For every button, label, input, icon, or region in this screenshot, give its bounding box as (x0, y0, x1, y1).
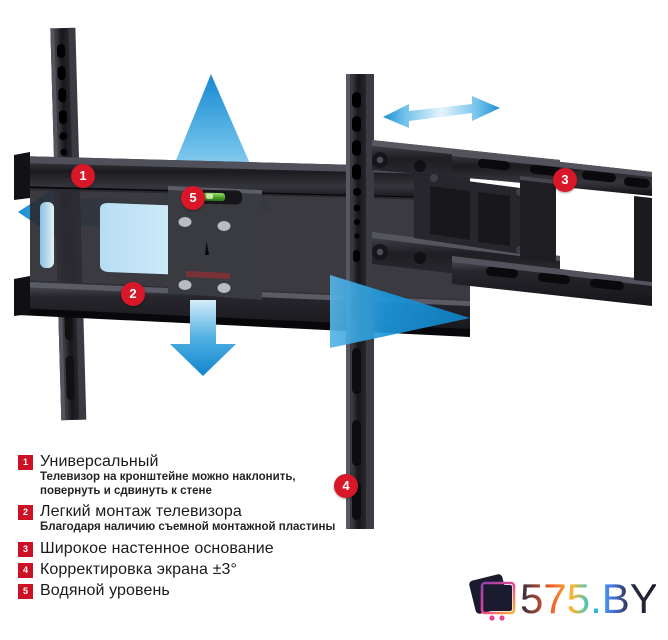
tv-wall-mount-drawing (14, 27, 652, 529)
feature-item-1: 1 Универсальный Телевизор на кронштейне … (18, 452, 348, 498)
shopping-cart-logo-icon (469, 574, 516, 621)
extend-double-arrow (383, 96, 500, 128)
feature-marker-5: 5 (18, 583, 33, 599)
feature-marker-2: 2 (18, 505, 33, 520)
feature-title-4: Корректировка экрана ±3° (40, 560, 237, 578)
feature-list: 1 Универсальный Телевизор на кронштейне … (18, 452, 348, 602)
logo-svg: 575.BY (469, 574, 658, 622)
feature-marker-3: 3 (18, 541, 33, 557)
product-illustration: 1 2 3 5 (14, 27, 652, 529)
feature-title-1: Универсальный (40, 453, 159, 470)
logo-wordmark: 575.BY (520, 575, 656, 622)
feature-item-5: 5 Водяной уровень (18, 581, 348, 600)
feature-marker-4: 4 (18, 562, 33, 578)
callout-badge-5[interactable]: 5 (181, 186, 205, 210)
bubble-level (198, 189, 243, 205)
swivel-right-arrow (330, 275, 470, 348)
callout-badge-4[interactable]: 4 (334, 474, 358, 498)
wide-wall-bracket (452, 150, 652, 306)
tilt-down-arrow (170, 300, 236, 376)
callout-badge-2[interactable]: 2 (121, 282, 145, 306)
feature-title-2: Легкий монтаж телевизора (40, 503, 242, 520)
feature-item-2: 2 Легкий монтаж телевизора Благодаря нал… (18, 502, 348, 535)
brand-logo-mark (185, 270, 231, 280)
feature-marker-1: 1 (18, 455, 33, 470)
feature-item-4: 4 Корректировка экрана ±3° (18, 560, 348, 579)
feature-description-1: Телевизор на кронштейне можно наклонить,… (40, 471, 296, 497)
callout-badge-3[interactable]: 3 (553, 168, 577, 192)
callout-badge-1[interactable]: 1 (71, 164, 95, 188)
feature-item-3: 3 Широкое настенное основание (18, 539, 348, 558)
feature-title-5: Водяной уровень (40, 581, 170, 599)
site-logo[interactable]: 575.BY (466, 567, 658, 627)
feature-title-3: Широкое настенное основание (40, 539, 274, 557)
feature-description-2: Благодаря наличию съемной монтажной плас… (40, 521, 336, 533)
